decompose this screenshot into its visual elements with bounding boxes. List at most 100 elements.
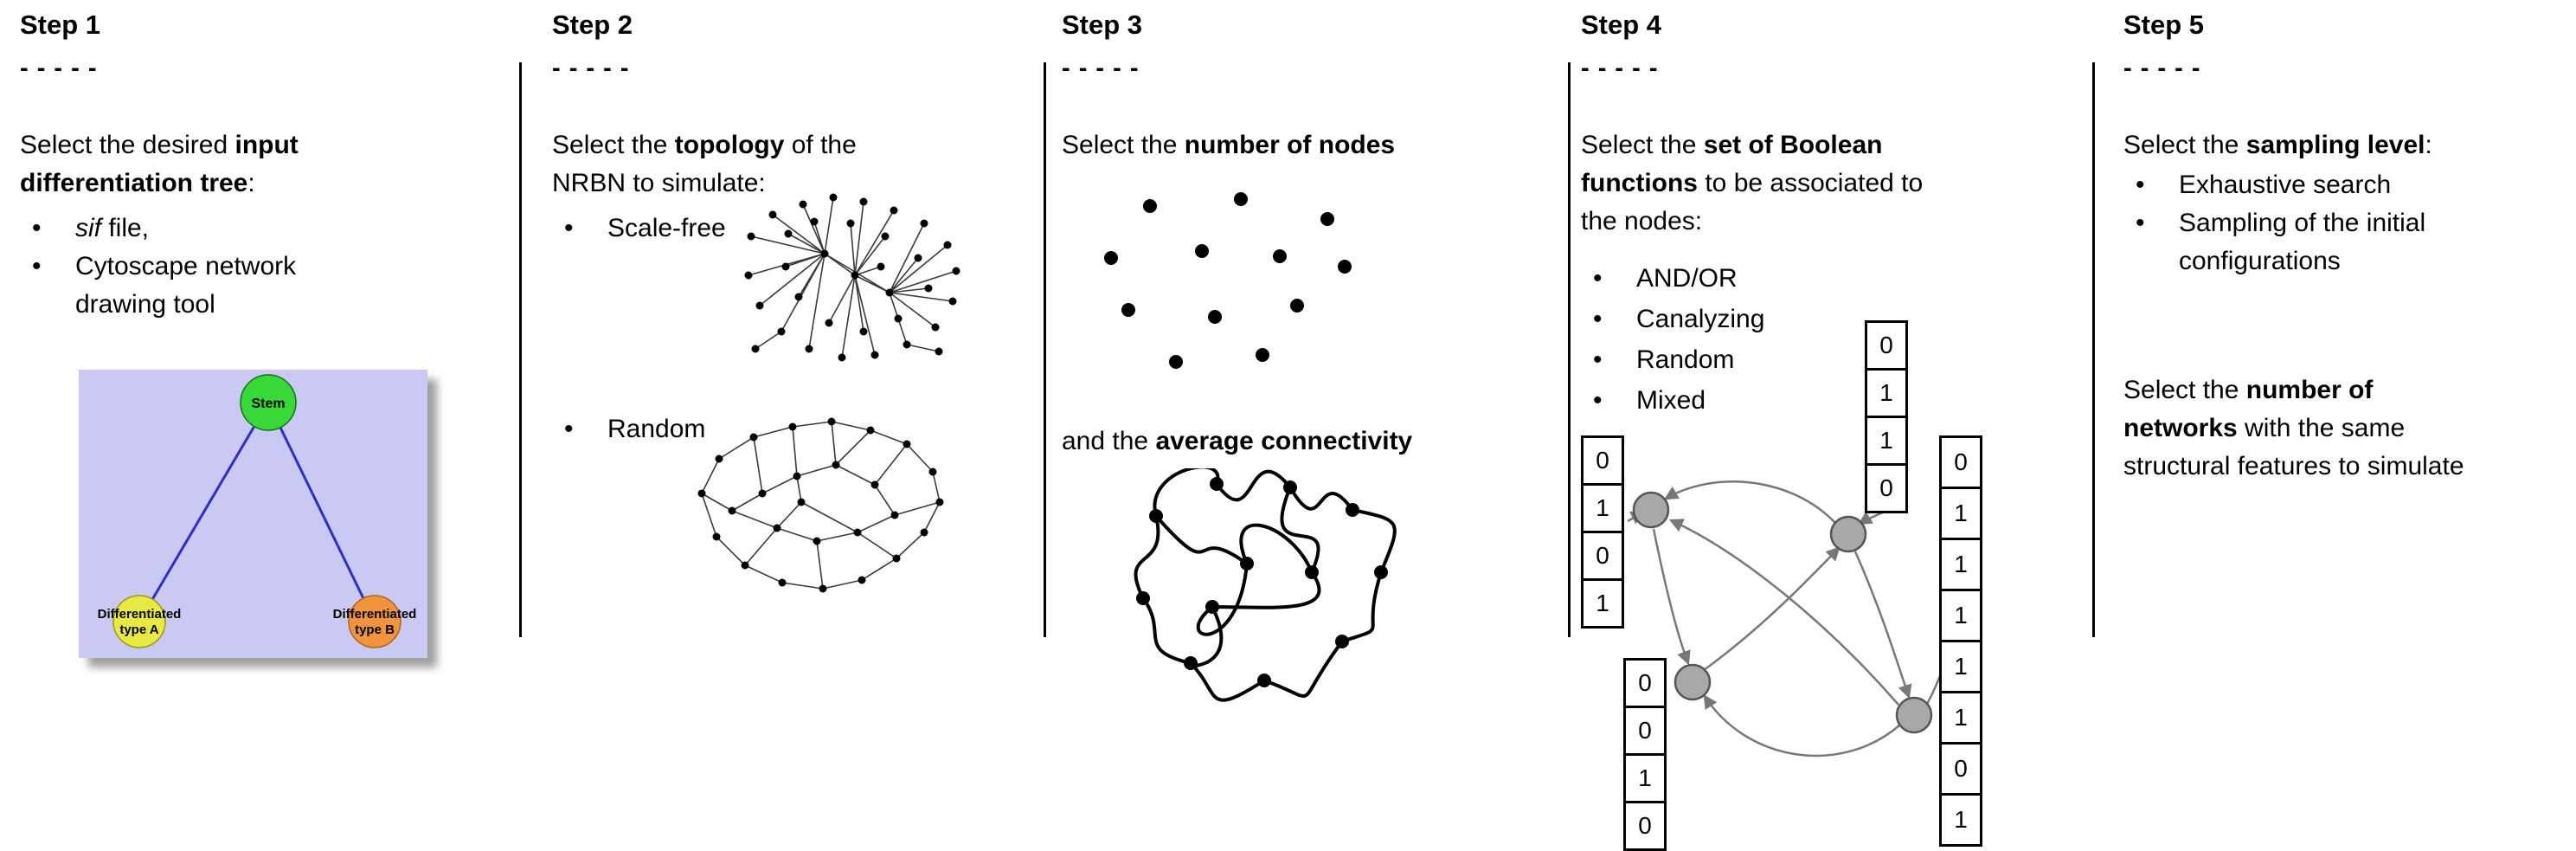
scale-free-network-graphic <box>744 193 960 362</box>
truth-table-cell: 1 <box>1623 753 1667 803</box>
bullet-icon: • <box>32 252 42 280</box>
list-item: • Random <box>552 410 1032 448</box>
list-item: • Cytoscape network drawing tool <box>20 248 504 324</box>
list-item: • sif file, <box>20 210 504 248</box>
text-segment: Select the <box>1581 131 1704 159</box>
step-5-paragraph2: Select the number of networks with the s… <box>2123 371 2569 486</box>
text-segment: : <box>247 169 255 197</box>
step-5-column: Step 5 - - - - - Select the sampling lev… <box>2123 9 2569 851</box>
text-segment: : <box>2425 131 2432 159</box>
node-a-label-line1: Differentiated <box>98 607 182 622</box>
list-item: • Canalyzing <box>1581 299 2078 339</box>
average-connectivity-graphic <box>1134 468 1397 702</box>
stem-node <box>240 374 297 431</box>
truth-table-cell: 1 <box>1939 538 1982 591</box>
truth-table-cell: 0 <box>1865 463 1908 513</box>
list-item: • Mixed <box>1581 380 2078 421</box>
step-4-dashes: - - - - - <box>1581 55 1659 82</box>
step-2-column: Step 2 - - - - - Select the topology of … <box>552 9 1032 851</box>
step-1-bullets: • sif file, • Cytoscape network drawing … <box>20 210 504 324</box>
boolean-node <box>1632 491 1670 529</box>
text-segment: Select the <box>552 131 675 159</box>
truth-table-cell: 1 <box>1939 589 1982 642</box>
step-5-bullets: • Exhaustive search • Sampling of the in… <box>2123 166 2569 280</box>
random-network-graphic <box>697 417 944 593</box>
step-3-dashes: - - - - - <box>1062 55 1140 82</box>
truth-table-bottom: 0 0 1 0 <box>1623 658 1667 851</box>
bullet-icon: • <box>564 415 574 443</box>
bullet-label: Random <box>1636 345 1735 374</box>
truth-table-cell: 0 <box>1939 742 1982 796</box>
column-divider <box>519 62 522 637</box>
truth-table-cell: 1 <box>1939 487 1982 540</box>
node-dots <box>1104 192 1352 369</box>
truth-table-left: 0 1 0 1 <box>1581 435 1624 629</box>
edge-arrow <box>1663 480 1836 524</box>
list-item: • Scale-free <box>552 210 1032 248</box>
step-5-intro: Select the sampling level: <box>2123 126 2569 164</box>
text-segment: with the same structural features to sim… <box>2123 414 2464 480</box>
tree-edge-b <box>267 402 376 622</box>
nodes-dots-graphic <box>1104 192 1352 369</box>
truth-table-cell: 0 <box>1623 801 1667 851</box>
text-segment: Select the <box>1062 131 1185 159</box>
step-2-title: Step 2 <box>552 10 633 40</box>
step-2-intro: Select the topology of the NRBN to simul… <box>552 126 1032 203</box>
node-b-label-line2: type B <box>355 622 395 637</box>
text-segment: sif <box>75 214 101 242</box>
bullet-label: Sampling of the initial configurations <box>2179 209 2426 275</box>
bullet-label: Cytoscape network drawing tool <box>75 252 297 319</box>
step-1-title: Step 1 <box>20 10 101 40</box>
text-segment: number of networks <box>2123 376 2374 442</box>
truth-table-cell: 0 <box>1581 531 1624 581</box>
bullet-label: Exhaustive search <box>2179 171 2392 199</box>
text-segment: of the NRBN to simulate: <box>552 131 857 197</box>
list-item: • Random <box>1581 339 2078 380</box>
truth-table-right: 0 1 1 1 1 1 0 1 <box>1939 435 1982 847</box>
step-3-line2: and the average connectivity <box>1062 422 1412 461</box>
text-segment: file, <box>101 214 150 242</box>
edge-arrow <box>1703 693 1900 758</box>
step-4-bullets: • AND/OR • Canalyzing • Random • Mixed <box>1581 258 2078 421</box>
step-4-intro: Select the set of Boolean functions to b… <box>1581 126 2078 241</box>
bullet-label: Mixed <box>1636 386 1706 415</box>
bullet-icon: • <box>1593 305 1603 333</box>
differentiated-type-a-node <box>112 595 166 648</box>
edge-arrow <box>1703 546 1840 672</box>
bullet-label: Canalyzing <box>1636 305 1765 333</box>
differentiation-tree-figure: Stem Differentiated type A Differentiate… <box>79 370 427 658</box>
edge-arrow <box>1853 551 1912 699</box>
list-item: • AND/OR <box>1581 258 2078 299</box>
bullet-icon: • <box>2136 209 2145 237</box>
step-1-dashes: - - - - - <box>20 55 98 82</box>
stem-node-label: Stem <box>251 396 285 411</box>
step-2-dashes: - - - - - <box>552 55 630 82</box>
bullet-icon: • <box>1593 264 1603 293</box>
boolean-node <box>1673 663 1712 701</box>
step-3-line1: Select the number of nodes <box>1062 126 1557 164</box>
truth-table-cell: 1 <box>1939 640 1982 693</box>
tangle-nodes <box>1136 477 1388 687</box>
bullet-label: sif file, <box>75 210 149 248</box>
tangle-edges <box>1134 468 1397 702</box>
scale-free-nodes <box>744 193 960 362</box>
truth-table-cell: 1 <box>1939 793 1982 847</box>
list-item: • Sampling of the initial configurations <box>2123 204 2569 280</box>
text-segment: sampling level <box>2245 131 2425 159</box>
step-4-column: Step 4 - - - - - Select the set of Boole… <box>1581 9 2078 851</box>
truth-table-cell: 1 <box>1939 691 1982 745</box>
edge-arrow <box>1857 510 1885 525</box>
text-segment: input differentiation tree <box>20 131 299 197</box>
truth-table-cell: 1 <box>1581 578 1624 629</box>
column-divider <box>1044 62 1046 637</box>
truth-table-top: 0 1 1 0 <box>1865 320 1908 513</box>
edge-arrow <box>1652 528 1691 666</box>
step-1-column: Step 1 - - - - - Select the desired inpu… <box>20 9 504 851</box>
step-5-title: Step 5 <box>2123 10 2205 40</box>
step-5-dashes: - - - - - <box>2123 55 2201 82</box>
random-edges <box>701 421 941 590</box>
step-3-column: Step 3 - - - - - Select the number of no… <box>1062 9 1557 851</box>
text-segment: Select the <box>2123 131 2246 159</box>
tree-edge-a <box>138 402 270 622</box>
edge-arrow <box>1668 519 1899 706</box>
